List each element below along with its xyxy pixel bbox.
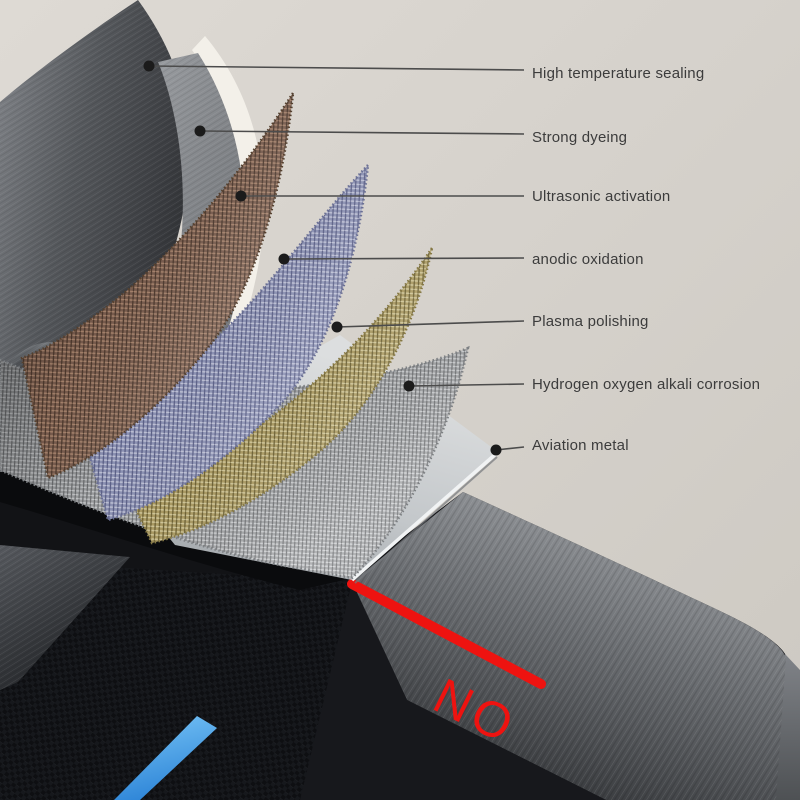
callout-label-strong-dyeing: Strong dyeing [532,129,628,146]
callout-label-high-temperature-sealing: High temperature sealing [532,65,705,82]
product-top-surface-brush [352,492,786,800]
callout-line [199,130,525,135]
callout-lines [148,65,525,451]
callout-label-ultrasonic-activation: Ultrasonic activation [532,188,671,205]
callout-line [283,257,525,260]
callout-dot [278,253,290,265]
led-strip [114,716,217,800]
callout-dot [490,444,502,456]
callout-label-anodic-oxidation: anodic oxidation [532,251,644,268]
callout-line [148,65,525,71]
plate-front-edge-highlight [350,450,500,582]
callout-dots [143,60,502,456]
plate-front-edge-shadow [354,456,498,584]
callout-label-plasma-polishing: Plasma polishing [532,313,649,330]
callout-dot [403,380,415,392]
callout-line [336,320,525,328]
product-left-wedge-brush [0,545,130,690]
callout-line [408,383,525,387]
warning-line [347,579,546,689]
callout-label-hydrogen-oxygen-alkali-corrosion: Hydrogen oxygen alkali corrosion [532,376,761,393]
callout-dot [143,60,155,72]
callout-dot [331,321,343,333]
product-front-facet [300,582,606,800]
callout-label-aviation-metal: Aviation metal [532,437,629,454]
callout-dot [194,125,206,137]
callout-dot [235,190,247,202]
